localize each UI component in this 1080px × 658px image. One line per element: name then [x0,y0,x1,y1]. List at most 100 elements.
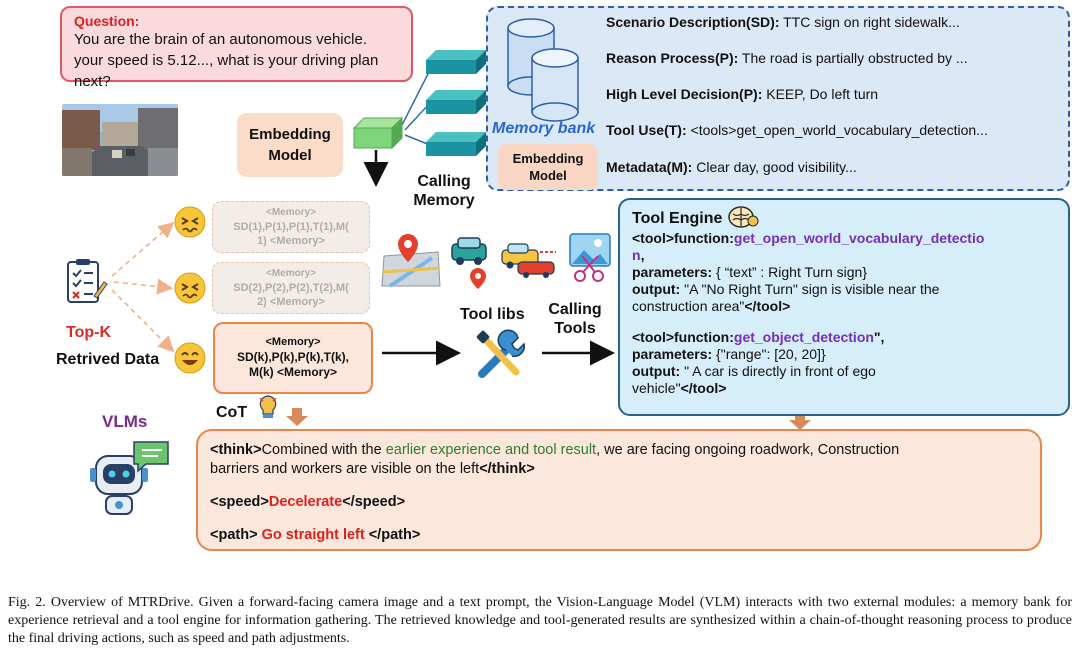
tool-function-name-cont: n [632,247,641,263]
tool-call-comma: , [640,247,645,263]
path-value: Go straight left [257,527,369,543]
embedding-model-box: Embedding Model [237,113,343,177]
tool-function-name: get_open_world_vocabulary_detectio [733,230,985,246]
tool-call-2-output: output: " A car is directly in front of … [632,363,1056,380]
think-text-2: , we are facing ongoing roadwork, Constr… [596,442,900,458]
tool-param-value: { “text” : Right Turn sign} [716,264,868,280]
think-close-tag: </think> [479,461,535,477]
tool-param-key: parameters: [632,264,713,280]
memory-row-value: Clear day, good visibility... [696,159,857,175]
memory-row-key: High Level Decision(P): [606,86,763,102]
engine-down-arrow [789,412,811,430]
memory-row-value: TTC sign on right sidewalk... [783,14,960,30]
tool-call-suffix: ", [873,329,885,345]
memory-row-decision: High Level Decision(P): KEEP, Do left tu… [606,85,878,103]
question-label: Question: [74,13,140,29]
calling-memory-label: Calling Memory [412,172,476,210]
memory-row-value: <tools>get_open_world_vocabulary_detecti… [690,122,988,138]
tool-output-value: " A car is directly in front of ego [684,363,876,379]
calling-memory-line2: Memory [413,192,475,209]
robot-icon [90,441,169,515]
memory-row-key: Reason Process(P): [606,50,739,66]
memory-chip-2: <Memory> SD(2),P(2),P(2),T(2),M( 2) <Mem… [212,262,370,314]
tool-engine-panel: Tool Engine <tool>function:get_open_worl… [618,198,1070,416]
path-close-tag: </path> [368,527,421,543]
memory-row-metadata: Metadata(M): Clear day, good visibility.… [606,158,857,176]
think-line-1: <think>Combined with the earlier experie… [210,441,1028,460]
tool-call-2: <tool>function:get_object_detection", pa… [632,329,1056,397]
tool-call-close: </tool> [680,380,727,396]
memory-embedding-line2: Model [529,168,567,183]
memory-embedding-line1: Embedding [512,151,584,166]
link-topk-2 [113,278,174,295]
image-scissors-icon [569,233,611,282]
think-highlight: earlier experience and tool result [385,442,597,458]
memory-row-tool: Tool Use(T): <tools>get_open_world_vocab… [606,121,988,139]
tool-call-1-output-cont: construction area"</tool> [632,298,1056,315]
memory-row-sd: Scenario Description(SD): TTC sign on ri… [606,13,960,31]
brain-icon [728,206,759,228]
tool-call-prefix: <tool>function: [632,329,734,345]
map-pin-icon [381,234,441,288]
memory-chip-k: <Memory> SD(k),P(k),P(k),T(k), M(k) <Mem… [213,322,373,394]
memory-chip-line2: SD(2),P(2),P(2),T(2),M( [233,282,349,294]
calling-memory-line1: Calling [417,173,471,190]
think-open-tag: <think> [210,442,262,458]
memory-chip-line2: SD(k),P(k),P(k),T(k), [236,350,349,364]
tool-call-1: <tool>function:get_open_world_vocabulary… [632,230,1056,315]
figure-caption: Fig. 2. Overview of MTRDrive. Given a fo… [8,595,1072,646]
memory-chip-1: <Memory> SD(1),P(1),P(1),T(1),M( 1) <Mem… [212,201,370,253]
link-topk-1 [111,221,175,277]
tools-icon [476,329,526,378]
memory-chip-open: <Memory> [265,207,317,218]
link-cube-top [401,69,431,126]
memory-chip-line3: M(k) <Memory> [248,365,338,379]
question-text: You are the brain of an autonomous vehic… [74,31,379,90]
memory-row-value: The road is partially obstructed by ... [741,50,968,66]
tool-call-2-function-line: <tool>function:get_object_detection", [632,329,1056,346]
tool-engine-title-row: Tool Engine [632,206,1056,230]
memory-row-key: Scenario Description(SD): [606,14,780,30]
tool-engine-title: Tool Engine [632,210,723,227]
think-line-2: barriers and workers are visible on the … [210,460,1028,479]
cot-down-arrow [286,408,308,426]
speed-close-tag: </speed> [342,494,406,510]
cube-icon [352,116,404,150]
lightbulb-icon [259,395,277,418]
emoji-confused-icon [174,272,206,304]
tool-param-value: {"range": [20, 20]} [716,346,826,362]
tool-call-1-function-cont: n, [632,247,1056,264]
calling-tools-line1: Calling [548,301,602,318]
tool-call-1-params: parameters: { “text” : Right Turn sign} [632,264,1056,281]
speed-line: <speed>Decelerate</speed> [210,493,1028,512]
vlms-label: VLMs [102,412,148,431]
topk-label: Top-K [66,324,112,341]
path-open-tag: <path> [210,527,258,543]
memory-row-value: KEEP, Do left turn [766,86,879,102]
tool-output-value: "A "No Right Turn" sign is visible near … [684,281,940,297]
tool-function-name: get_object_detection [733,329,874,345]
memory-bank-title: Memory bank [492,120,596,137]
think-text-1: Combined with the [261,442,386,458]
link-cube-mid [404,102,431,131]
memory-row-reason: Reason Process(P): The road is partially… [606,49,968,67]
tool-libs-label: Tool libs [460,306,525,323]
tool-call-prefix: <tool>function: [632,230,734,246]
car-icon [451,237,487,289]
output-box: <think>Combined with the earlier experie… [196,429,1042,551]
speed-value: Decelerate [268,494,343,510]
memory-chip-open: <Memory> [265,268,317,279]
cot-label: CoT [216,404,248,421]
memory-chip-line3: 1) <Memory> [257,235,325,247]
database-icon [507,18,579,122]
memory-chip-line2: SD(1),P(1),P(1),T(1),M( [233,221,349,233]
link-cube-bot [404,134,431,146]
tool-param-key: parameters: [632,346,713,362]
calling-tools-label: Calling Tools [540,300,610,338]
tool-call-1-function-line: <tool>function:get_open_world_vocabulary… [632,230,1056,247]
emoji-happy-icon [174,342,206,374]
question-box: Question: You are the brain of an autono… [60,6,413,90]
memory-bank-panel: Memory bank Embedding Model Scenario Des… [486,6,1070,191]
tool-output-value-cont: construction area" [632,298,745,314]
